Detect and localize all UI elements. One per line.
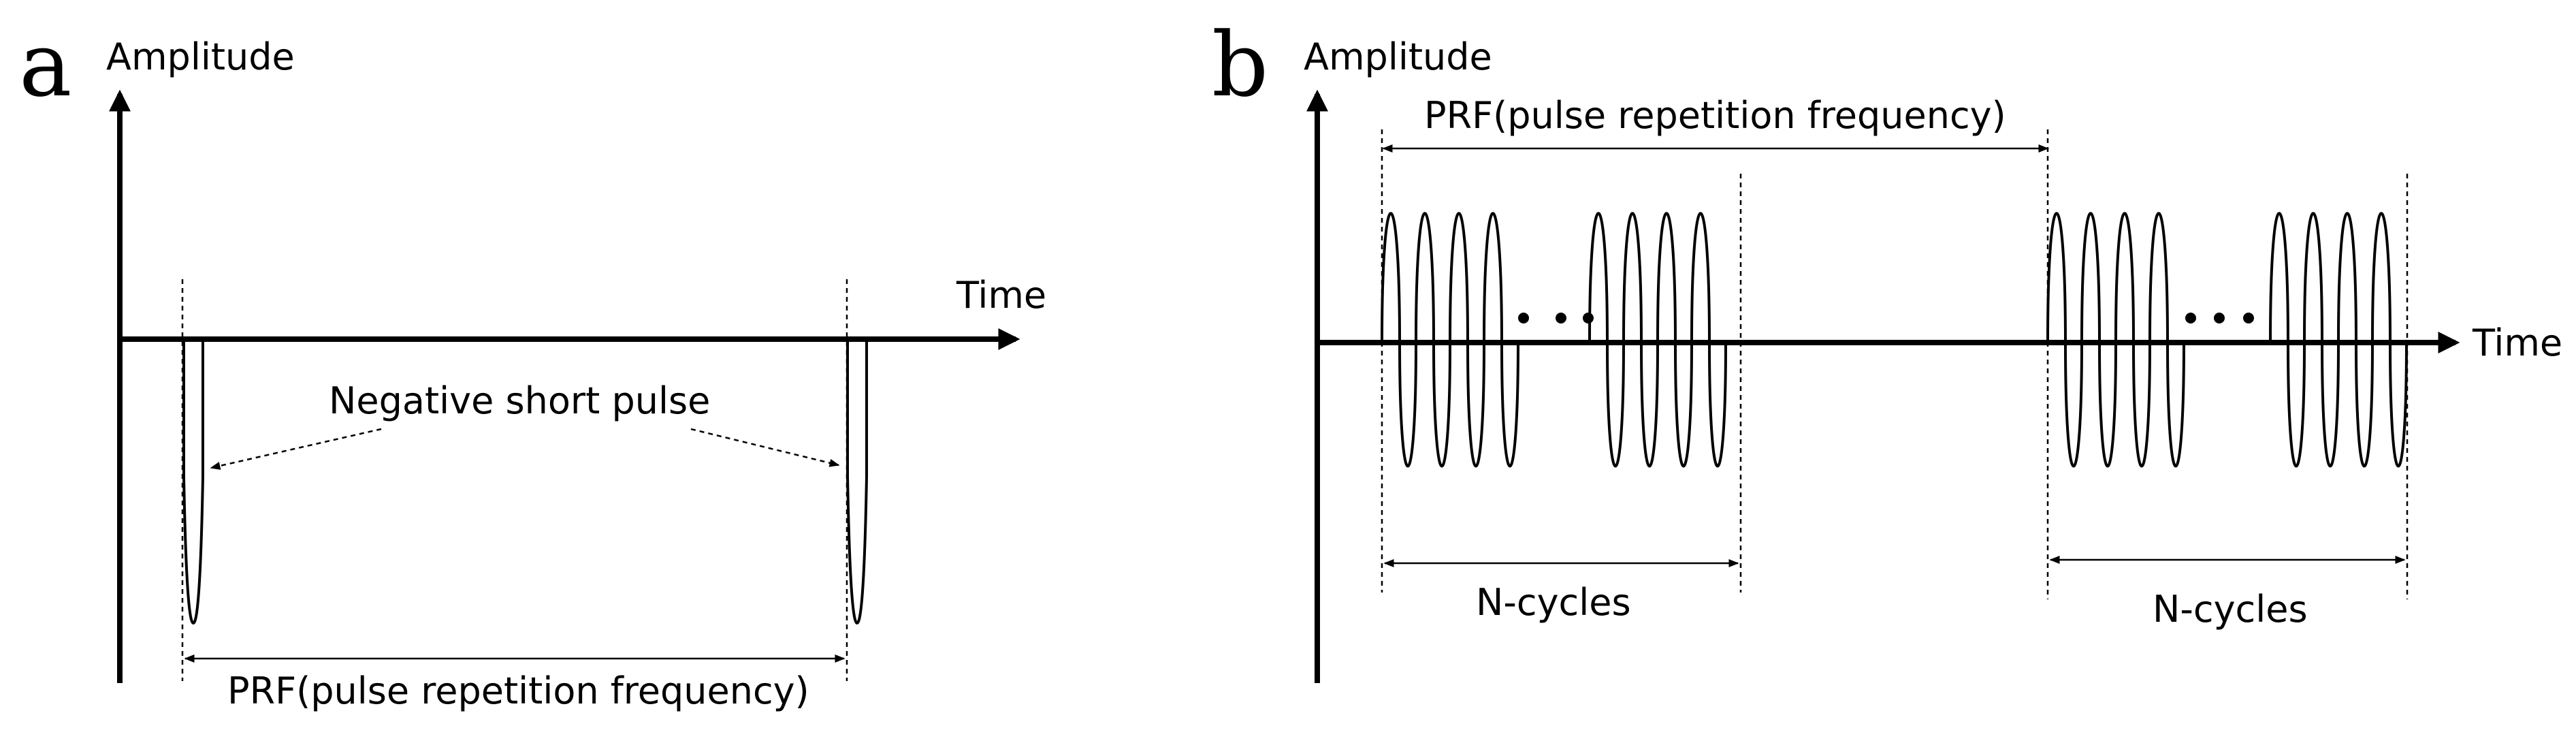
panel-b-ellipsis-dot xyxy=(2185,313,2196,323)
panel-b-wave-train-2b xyxy=(2269,212,2408,468)
panel-b-cycles-label-2: N-cycles xyxy=(2153,588,2308,631)
panel-a-pulse-pointer-1 xyxy=(210,428,382,470)
panel-b-burst-1 xyxy=(1381,212,1727,468)
panel-a-letter: a xyxy=(19,13,72,116)
panel-b-wave-train-1b xyxy=(1588,212,1727,468)
panel-b-ellipsis-dot xyxy=(1518,313,1529,323)
panel-b-ellipsis-dot xyxy=(2243,313,2254,323)
panel-a-pulse-pointer-2 xyxy=(690,428,840,467)
panel-b-ellipsis-dot xyxy=(2214,313,2225,323)
panel-a-y-axis-label: Amplitude xyxy=(106,35,295,78)
panel-b-wave-train-2a xyxy=(2046,212,2185,468)
panel-b-ellipsis-dot xyxy=(1583,313,1594,323)
panel-b-ellipsis-dot xyxy=(1556,313,1566,323)
panel-b-prf-label: PRF(pulse repetition frequency) xyxy=(1424,94,2006,137)
panel-a-pulse-1 xyxy=(182,339,204,625)
panel-b-wave-train-1a xyxy=(1381,212,1519,468)
panel-b-letter: b xyxy=(1212,13,1268,116)
panel-a: a Amplitude Time Negative short pulse PR… xyxy=(19,13,1046,712)
panel-a-x-axis-label: Time xyxy=(956,274,1046,317)
panel-b-burst-2 xyxy=(2046,212,2408,468)
panel-b-cycles-label-1: N-cycles xyxy=(1476,581,1631,624)
panel-a-prf-label: PRF(pulse repetition frequency) xyxy=(227,669,809,712)
panel-b: b Amplitude Time PRF(pulse repetition fr… xyxy=(1212,13,2562,683)
panel-b-y-axis-label: Amplitude xyxy=(1304,35,1492,78)
panel-b-x-axis-label: Time xyxy=(2472,321,2562,364)
panel-a-pulse-label: Negative short pulse xyxy=(329,379,710,422)
panel-a-pulse-2 xyxy=(846,339,868,625)
